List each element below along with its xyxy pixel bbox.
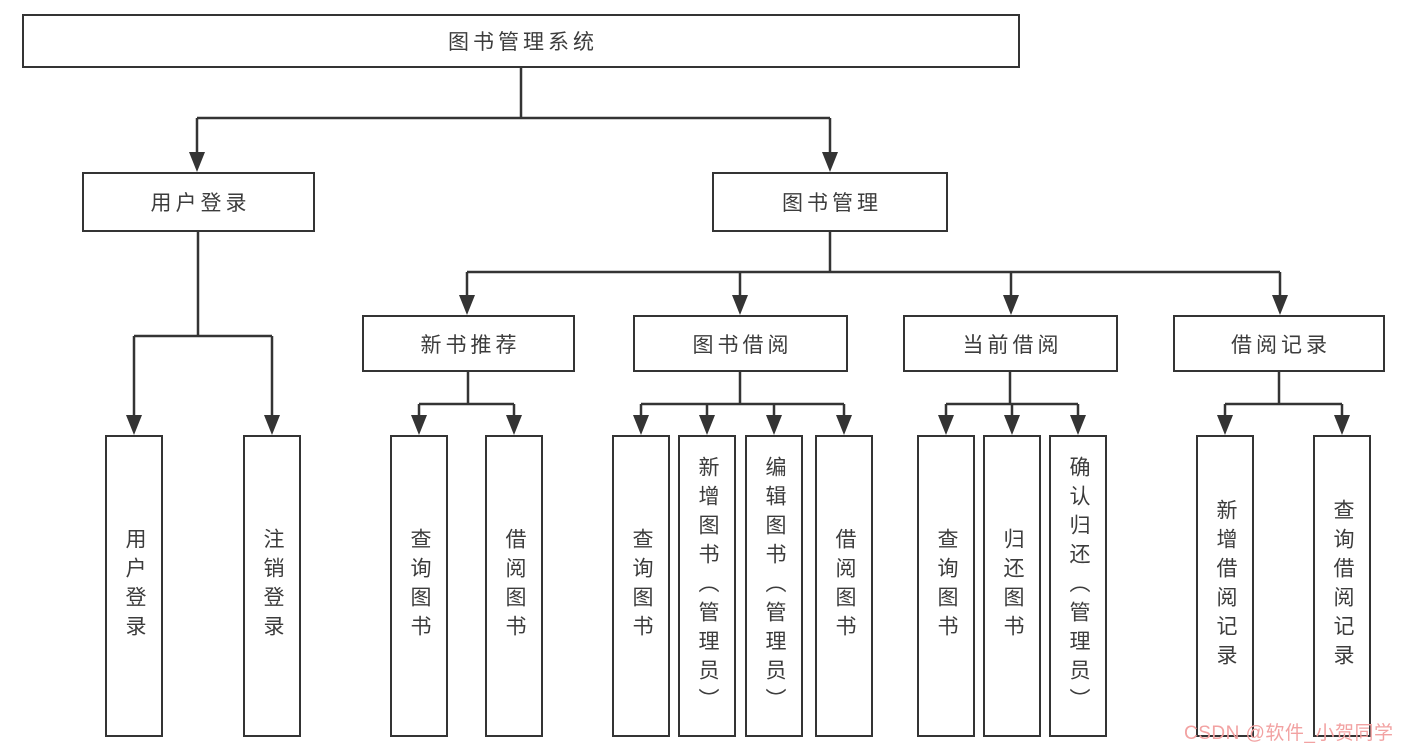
connector-root-to-level2 (195, 68, 832, 157)
arrowheads-root-to-level2 (189, 152, 838, 172)
leaf-user-login: 用户登录 (105, 435, 163, 737)
leaf-logout: 注销登录 (243, 435, 301, 737)
node-book-management-label: 图书管理 (782, 192, 882, 215)
leaf-add-book-admin: 新增图书（管理员） (678, 435, 736, 737)
connector-book-borrow (639, 372, 846, 420)
connector-user-login (132, 232, 274, 420)
node-current-borrowing: 当前借阅 (903, 315, 1118, 372)
arrowheads-current-borrow (938, 415, 1086, 435)
leaf-confirm-return-admin: 确认归还（管理员） (1049, 435, 1107, 737)
leaf-query-books-recommend: 查询图书 (390, 435, 448, 737)
leaf-query-books-current-label: 查询图书 (935, 528, 958, 644)
node-new-book-recommend: 新书推荐 (362, 315, 575, 372)
node-root-system: 图书管理系统 (22, 14, 1020, 68)
leaf-borrow-books-recommend-label: 借阅图书 (503, 528, 526, 644)
leaf-query-books-borrowing-label: 查询图书 (630, 528, 653, 644)
node-current-borrowing-label: 当前借阅 (962, 333, 1063, 357)
leaf-query-books-current: 查询图书 (917, 435, 975, 737)
arrowheads-book-borrow (633, 415, 852, 435)
node-borrow-records: 借阅记录 (1173, 315, 1385, 372)
connector-book-mgmt (465, 232, 1282, 300)
node-book-management: 图书管理 (712, 172, 948, 232)
node-root-label: 图书管理系统 (448, 31, 598, 54)
node-user-login: 用户登录 (82, 172, 315, 232)
leaf-query-books-recommend-label: 查询图书 (408, 528, 431, 644)
leaf-add-borrow-record-label: 新增借阅记录 (1214, 499, 1237, 673)
leaf-logout-label: 注销登录 (261, 528, 284, 644)
connector-new-book (417, 372, 516, 420)
arrowheads-new-book (411, 415, 522, 435)
leaf-add-book-admin-label: 新增图书（管理员） (696, 455, 719, 717)
node-borrow-records-label: 借阅记录 (1231, 333, 1331, 357)
csdn-watermark: CSDN @软件_小贺同学 (1184, 723, 1394, 744)
leaf-borrow-books-borrowing-label: 借阅图书 (833, 528, 856, 644)
node-book-borrowing: 图书借阅 (633, 315, 848, 372)
connector-borrow-records (1223, 372, 1344, 420)
leaf-confirm-return-admin-label: 确认归还（管理员） (1067, 455, 1090, 717)
arrowheads-borrow-records (1217, 415, 1350, 435)
arrowheads-book-mgmt (459, 295, 1288, 315)
leaf-borrow-books-recommend: 借阅图书 (485, 435, 543, 737)
connector-current-borrow (944, 372, 1080, 420)
leaf-query-books-borrowing: 查询图书 (612, 435, 670, 737)
leaf-borrow-books-borrowing: 借阅图书 (815, 435, 873, 737)
leaf-edit-book-admin: 编辑图书（管理员） (745, 435, 803, 737)
leaf-query-borrow-record-label: 查询借阅记录 (1331, 499, 1354, 673)
leaf-user-login-label: 用户登录 (123, 528, 146, 644)
leaf-return-books-label: 归还图书 (1001, 528, 1024, 644)
arrowheads-user-login (126, 415, 280, 435)
leaf-edit-book-admin-label: 编辑图书（管理员） (763, 455, 786, 717)
node-new-book-recommend-label: 新书推荐 (420, 333, 521, 357)
node-user-login-label: 用户登录 (150, 192, 251, 215)
leaf-return-books: 归还图书 (983, 435, 1041, 737)
node-book-borrowing-label: 图书借阅 (692, 333, 793, 357)
leaf-query-borrow-record: 查询借阅记录 (1313, 435, 1371, 737)
leaf-add-borrow-record: 新增借阅记录 (1196, 435, 1254, 737)
